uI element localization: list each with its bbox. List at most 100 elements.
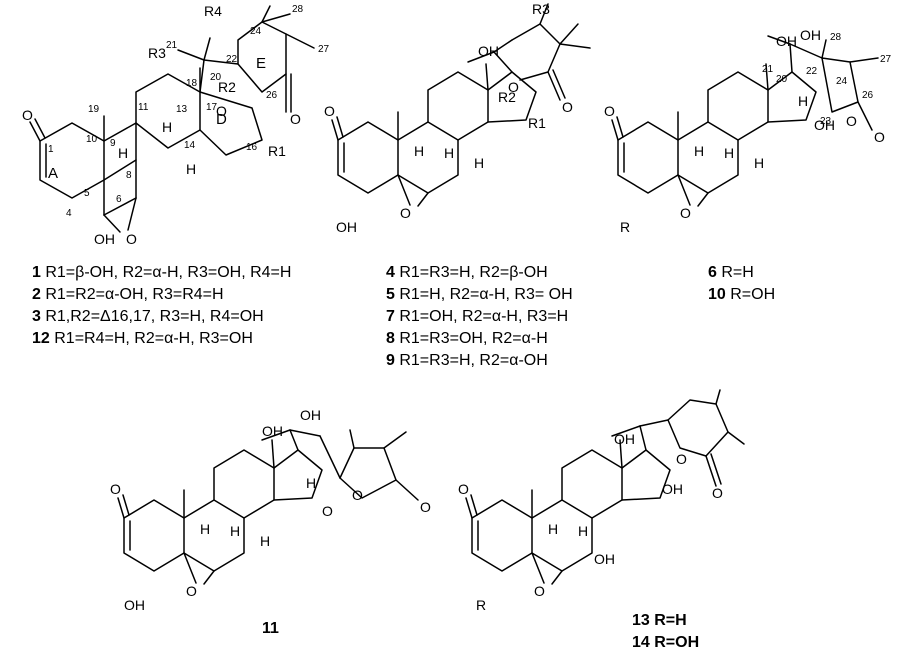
atom-h: H bbox=[414, 143, 424, 159]
atom-number: 19 bbox=[88, 104, 100, 115]
atom-oh: OH bbox=[262, 423, 283, 439]
caption-text: R1=R3=H, R2=α-OH bbox=[394, 352, 548, 369]
atom-r: R bbox=[476, 597, 486, 613]
atom-number: 28 bbox=[830, 32, 842, 43]
atom-h: H bbox=[118, 145, 128, 161]
atom-number: 18 bbox=[186, 78, 198, 89]
atom-o: O bbox=[604, 103, 615, 119]
structure-13-14: O R O H H OH OH OH O O bbox=[458, 389, 745, 613]
atom-oh: OH bbox=[814, 117, 835, 133]
atom-number: 14 bbox=[184, 140, 196, 151]
compound-number-11: 11 bbox=[262, 620, 279, 637]
atom-o: O bbox=[110, 481, 121, 497]
caption-text: R1=OH, R2=α-H, R3=H bbox=[394, 308, 569, 325]
atom-o: O bbox=[126, 231, 137, 247]
compound-number-14: 14 R=OH bbox=[632, 634, 700, 651]
compound-number: 9 bbox=[386, 352, 395, 369]
caption-row: 7 R1=OH, R2=α-H, R3=H bbox=[386, 306, 573, 328]
atom-number: 1 bbox=[48, 144, 54, 155]
caption-row: 3 R1,R2=Δ16,17, R3=H, R4=OH bbox=[32, 306, 291, 328]
caption-row: 8 R1=R3=OH, R2=α-H bbox=[386, 328, 573, 350]
atom-o: O bbox=[22, 107, 33, 123]
caption-list-group-2: 4 R1=R3=H, R2=β-OH 5 R1=H, R2=α-H, R3= O… bbox=[386, 262, 573, 372]
atom-o: O bbox=[290, 111, 301, 127]
caption-text: R1=R3=OH, R2=α-H bbox=[394, 330, 548, 347]
atom-o: O bbox=[216, 103, 227, 119]
atom-oh: OH bbox=[94, 231, 115, 247]
atom-oh: OH bbox=[800, 27, 821, 43]
compound-number: 4 bbox=[386, 264, 395, 281]
atom-number: 27 bbox=[880, 54, 892, 65]
atom-h: H bbox=[186, 161, 196, 177]
atom-number: 28 bbox=[292, 4, 304, 15]
atom-number: 22 bbox=[806, 66, 818, 77]
atom-o: O bbox=[322, 503, 333, 519]
atom-h: H bbox=[754, 155, 764, 171]
structure-11: O OH O H H H OH OH H O O O bbox=[110, 407, 431, 613]
atom-r2: R2 bbox=[218, 79, 236, 95]
atom-number: 13 bbox=[176, 104, 188, 115]
atom-number: 11 bbox=[138, 102, 149, 113]
atom-number: 5 bbox=[84, 188, 90, 199]
atom-oh: OH bbox=[614, 431, 635, 447]
caption-row: 12 R1=R4=H, R2=α-H, R3=OH bbox=[32, 328, 291, 350]
compound-number: 10 bbox=[708, 286, 726, 303]
atom-o: O bbox=[186, 583, 197, 599]
atom-oh: OH bbox=[300, 407, 321, 423]
atom-o: O bbox=[874, 129, 885, 145]
compound-number: 7 bbox=[386, 308, 395, 325]
atom-h: H bbox=[724, 145, 734, 161]
atom-number: 21 bbox=[762, 64, 774, 75]
atom-number: 21 bbox=[166, 40, 178, 51]
atom-o: O bbox=[458, 481, 469, 497]
atom-number: 26 bbox=[266, 90, 278, 101]
atom-oh: OH bbox=[662, 481, 683, 497]
compound-number: 1 bbox=[32, 264, 41, 281]
atom-o: O bbox=[562, 99, 573, 115]
caption-row: 5 R1=H, R2=α-H, R3= OH bbox=[386, 284, 573, 306]
ring-label-d: D bbox=[216, 111, 227, 128]
compound-number: 5 bbox=[386, 286, 395, 303]
caption-row: 6 R=H bbox=[708, 262, 775, 284]
atom-number: 24 bbox=[836, 76, 848, 87]
atom-r: R bbox=[620, 219, 630, 235]
caption-text: R1=H, R2=α-H, R3= OH bbox=[394, 286, 573, 303]
atom-h: H bbox=[474, 155, 484, 171]
ring-label-a: A bbox=[48, 165, 58, 182]
atom-number: 17 bbox=[206, 102, 218, 113]
atom-o: O bbox=[846, 113, 857, 129]
caption-row: 4 R1=R3=H, R2=β-OH bbox=[386, 262, 573, 284]
atom-number: 22 bbox=[226, 54, 238, 65]
atom-o: O bbox=[676, 451, 687, 467]
structure-4-9: O OH O H H H OH R1 R2 R3 O O bbox=[324, 1, 591, 235]
atom-o: O bbox=[420, 499, 431, 515]
compound-number: 3 bbox=[32, 308, 41, 325]
atom-r1: R1 bbox=[528, 115, 546, 131]
atom-o: O bbox=[400, 205, 411, 221]
caption-text: R1=R3=H, R2=β-OH bbox=[394, 264, 548, 281]
atom-h: H bbox=[798, 93, 808, 109]
caption-text: R=OH bbox=[725, 286, 776, 303]
atom-r3: R3 bbox=[148, 45, 166, 61]
atom-number: 4 bbox=[66, 208, 72, 219]
atom-h: H bbox=[260, 533, 270, 549]
atom-number: 9 bbox=[110, 138, 116, 149]
compound-number: 2 bbox=[32, 286, 41, 303]
atom-h: H bbox=[230, 523, 240, 539]
atom-number: 27 bbox=[318, 44, 330, 55]
atom-r4: R4 bbox=[204, 3, 222, 19]
atom-number: 6 bbox=[116, 194, 122, 205]
atom-oh: OH bbox=[478, 43, 499, 59]
atom-number: 20 bbox=[210, 72, 222, 83]
atom-oh: OH bbox=[776, 33, 797, 49]
atom-o: O bbox=[680, 205, 691, 221]
atom-o: O bbox=[712, 485, 723, 501]
ring-label-e: E bbox=[256, 55, 266, 72]
compound-number: 12 bbox=[32, 330, 50, 347]
atom-h: H bbox=[444, 145, 454, 161]
atom-number: 26 bbox=[862, 90, 874, 101]
caption-row: 9 R1=R3=H, R2=α-OH bbox=[386, 350, 573, 372]
atom-h: H bbox=[162, 119, 172, 135]
atom-number: 20 bbox=[776, 74, 788, 85]
